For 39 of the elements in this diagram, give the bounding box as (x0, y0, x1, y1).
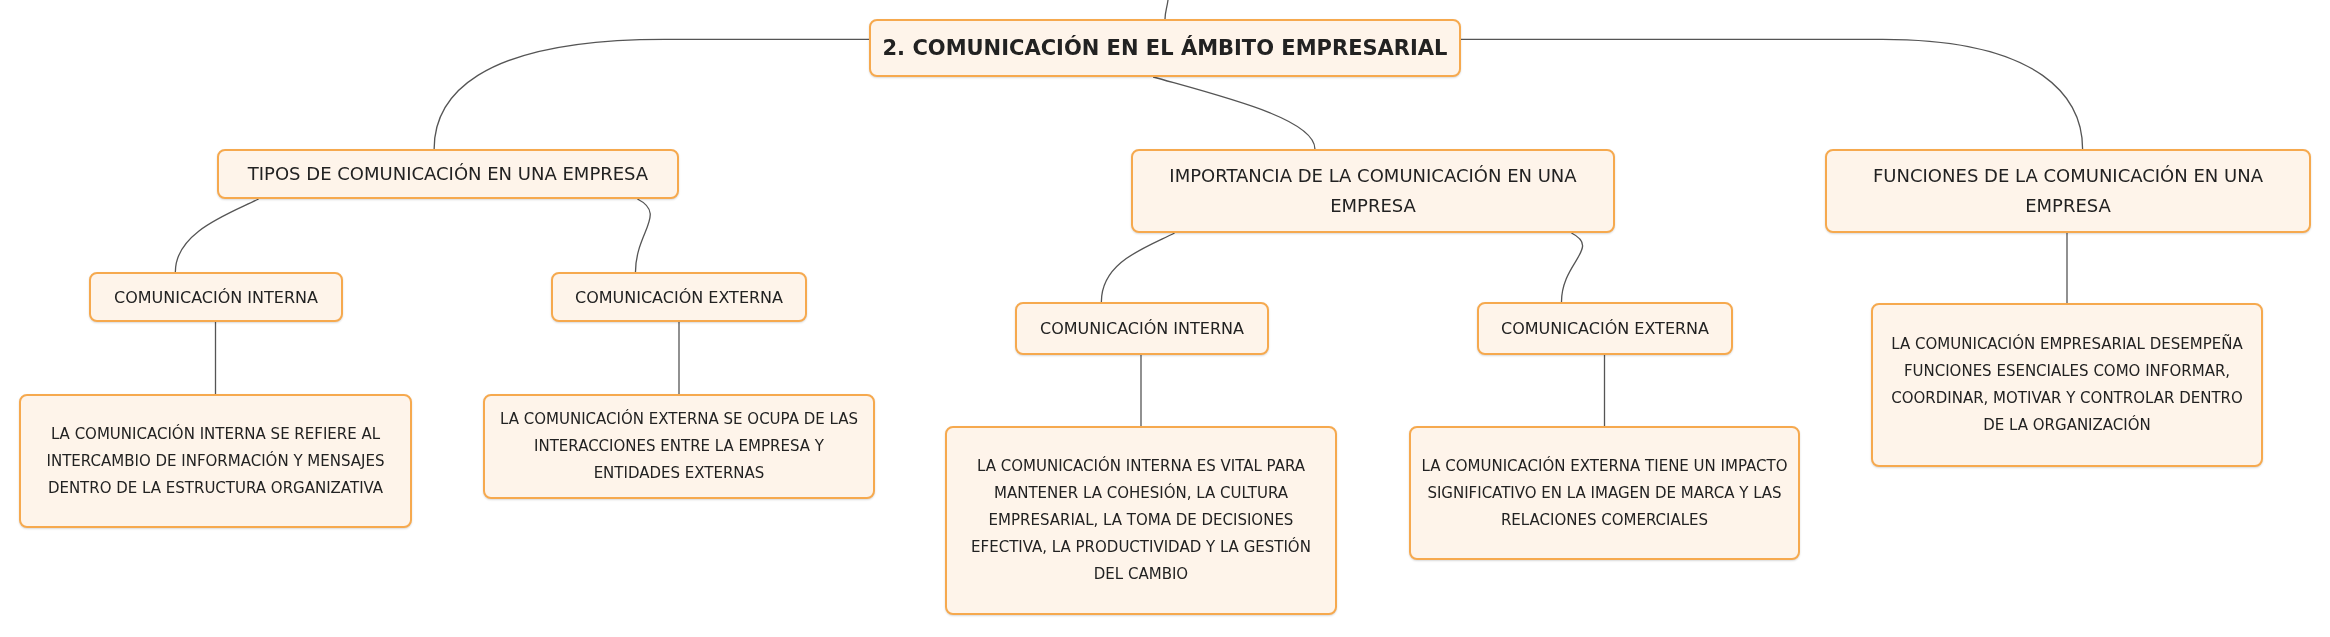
subtopic-text: COMUNICACIÓN INTERNA (114, 287, 318, 307)
description-text: LA COMUNICACIÓN EXTERNA SE OCUPA DE LAS INTERACCIONES ENTRE LA EMPRESA Y ENTIDADES EXTERNAS (499, 408, 859, 484)
root-topic-text: 2. COMUNICACIÓN EN EL ÁMBITO EMPRESARIAL (882, 36, 1448, 60)
connector-line (1560, 232, 1584, 303)
subtopic-box (89, 272, 343, 322)
subtopic-text: COMUNICACIÓN EXTERNA (574, 287, 783, 307)
topic-box (1825, 149, 2311, 233)
description-text: LA COMUNICACIÓN INTERNA SE REFIERE AL INTERCAMBIO DE INFORMACIÓN Y MENSAJES DENTRO DE LA ESTRUCTURA ORGANIZATIVA (45, 423, 386, 499)
description-box (945, 426, 1337, 615)
subtopic-box (1477, 302, 1733, 355)
connector-line (2066, 232, 2068, 304)
description-box (483, 394, 875, 499)
connector-line (634, 198, 651, 273)
connector-line (174, 198, 260, 273)
subtopic-box (551, 272, 807, 322)
subtopic-box (1015, 302, 1269, 355)
root-topic-box (869, 19, 1461, 77)
description-box (1409, 426, 1800, 560)
topic-box (1131, 149, 1615, 233)
description-box (19, 394, 412, 528)
subtopic-text: COMUNICACIÓN EXTERNA (1500, 319, 1709, 338)
description-text: LA COMUNICACIÓN EMPRESARIAL DESEMPEÑA FUNCIONES ESENCIALES COMO INFORMAR, COORDINAR, MOTIVAR Y CONTROLAR DENTRO DE LA ORGANIZACIÓN (1890, 333, 2244, 436)
subtopic-text: COMUNICACIÓN INTERNA (1040, 319, 1244, 338)
topic-text: TIPOS DE COMUNICACIÓN EN UNA EMPRESA (247, 162, 649, 186)
connector-line (1152, 76, 1316, 150)
connector-line (1460, 38, 2084, 150)
topic-box (217, 149, 679, 199)
connector-line (678, 321, 680, 395)
connector-line (1100, 232, 1176, 303)
connector-line (1140, 354, 1142, 427)
connector-line (433, 38, 870, 150)
connector-line (1164, 0, 1169, 20)
connector-line (1603, 354, 1606, 427)
description-text: LA COMUNICACIÓN INTERNA ES VITAL PARA MANTENER LA COHESIÓN, LA CULTURA EMPRESARIAL, LA TOMA DE DECISIONES EFECTIVA, LA PRODUCTIVIDAD Y LA GESTIÓN DEL CAMBIO (970, 455, 1312, 585)
topic-text: IMPORTANCIA DE LA COMUNICACIÓN EN UNA EMPRESA (1168, 164, 1578, 218)
description-text: LA COMUNICACIÓN EXTERNA TIENE UN IMPACTO SIGNIFICATIVO EN LA IMAGEN DE MARCA Y LAS RELACIONES COMERCIALES (1421, 455, 1788, 531)
connector-line (214, 321, 217, 395)
topic-text: FUNCIONES DE LA COMUNICACIÓN EN UNA EMPRESA (1872, 164, 2264, 218)
description-box (1871, 303, 2263, 467)
